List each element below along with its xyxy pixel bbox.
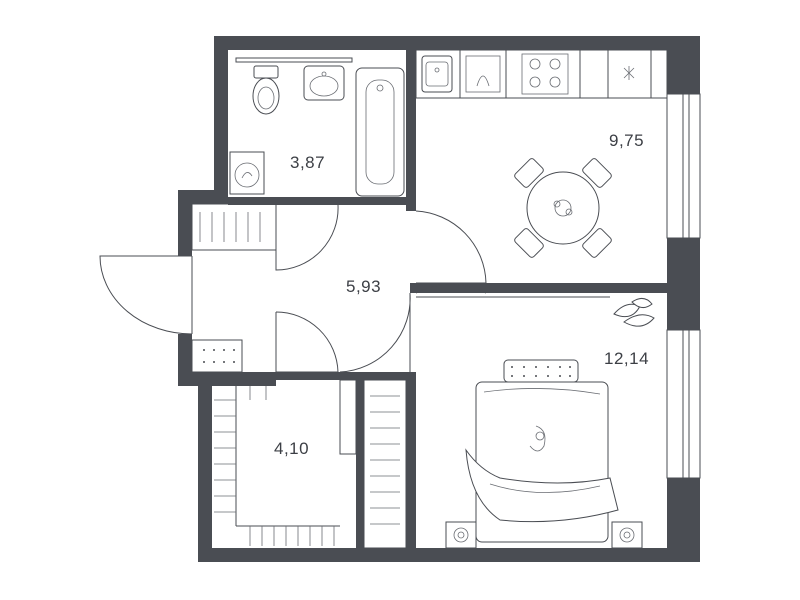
bathtub-icon <box>355 67 405 197</box>
entrance-door <box>99 255 193 335</box>
walk-in-closet-shelves <box>214 386 340 546</box>
sink-icon <box>303 65 345 101</box>
room-area-bedroom: 12,14 <box>604 349 649 368</box>
hallway-closet-top <box>191 203 277 251</box>
sliding-door-bedroom <box>416 287 610 298</box>
stove-icon <box>521 53 569 95</box>
room-area-bathroom: 3,87 <box>290 153 325 172</box>
room-area-hallway: 5,93 <box>346 277 381 296</box>
bedroom-door <box>339 283 487 373</box>
kitchen-sink-icon <box>421 55 453 93</box>
fridge-icon <box>623 66 635 80</box>
bed-icon <box>465 359 619 543</box>
room-area-kitchen: 9,75 <box>609 131 644 150</box>
room-area-wardrobe: 4,10 <box>274 439 309 458</box>
bedroom-wardrobe <box>363 379 407 549</box>
washing-machine-icon <box>229 151 265 195</box>
window-bedroom <box>666 329 701 479</box>
walls <box>178 36 700 562</box>
kitchen-fixtures <box>415 49 668 99</box>
bathroom-door <box>275 204 339 271</box>
shoe-cabinet <box>191 339 243 373</box>
wardrobe-door <box>275 311 357 455</box>
toilet-icon <box>252 65 280 115</box>
plant-icon <box>613 298 655 327</box>
kitchen-door <box>415 210 487 284</box>
dishwasher-icon <box>465 55 501 93</box>
dining-table-icon <box>514 158 612 258</box>
bathroom-fixtures <box>229 57 405 197</box>
nightstand-right-icon <box>611 521 643 549</box>
nightstand-left-icon <box>445 521 477 549</box>
window-kitchen <box>666 93 701 239</box>
